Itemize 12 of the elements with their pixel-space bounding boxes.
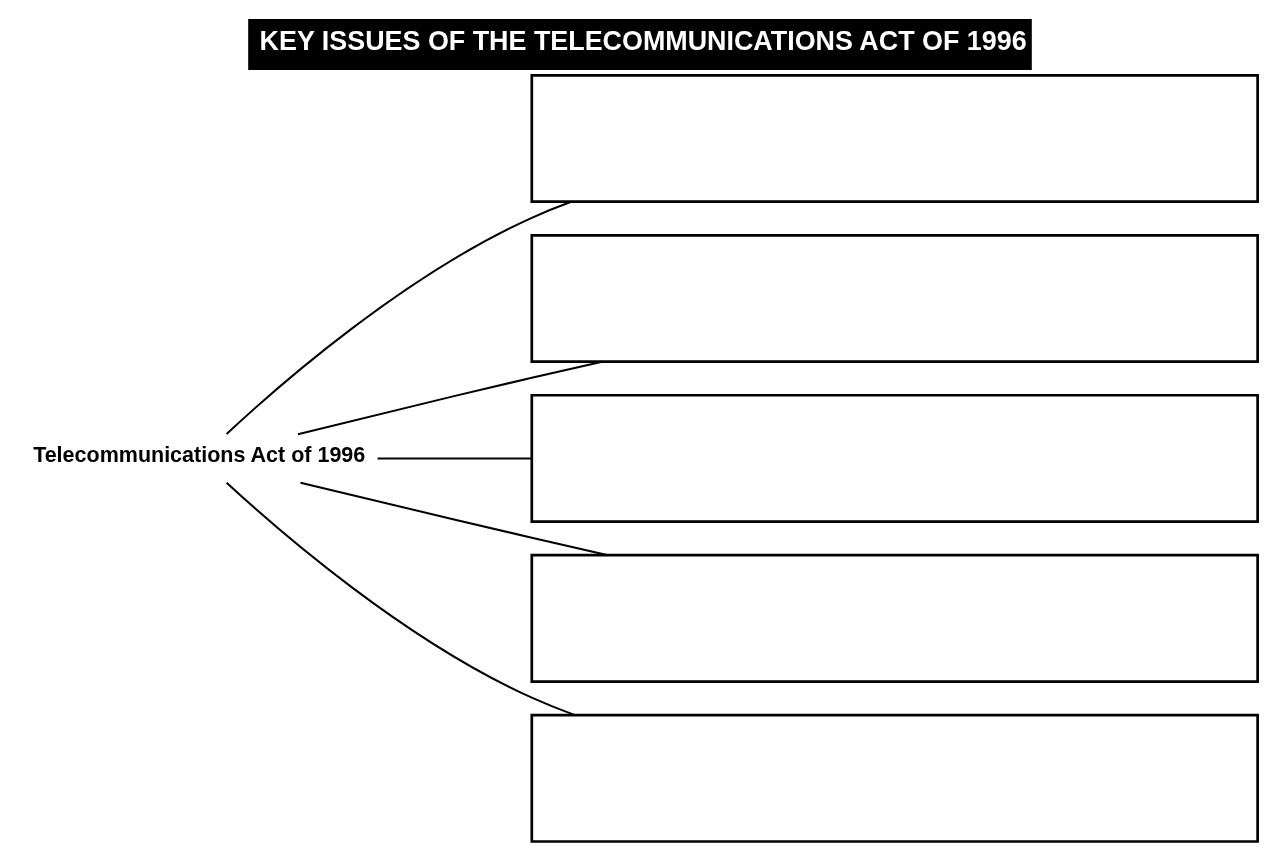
node-box bbox=[529, 553, 1259, 683]
connector bbox=[225, 481, 575, 717]
connector bbox=[225, 200, 572, 435]
node-text: Telecommunications Act of 1996 bbox=[32, 443, 365, 468]
node-box bbox=[529, 393, 1259, 523]
node-box bbox=[529, 74, 1259, 204]
connector bbox=[377, 457, 531, 460]
connector bbox=[297, 360, 602, 436]
node-box bbox=[529, 233, 1259, 363]
diagram-title: KEY ISSUES OF THE TELECOMMUNICATIONS ACT OF 1996 bbox=[259, 25, 1027, 56]
connector bbox=[299, 481, 608, 557]
node-box bbox=[529, 713, 1259, 843]
